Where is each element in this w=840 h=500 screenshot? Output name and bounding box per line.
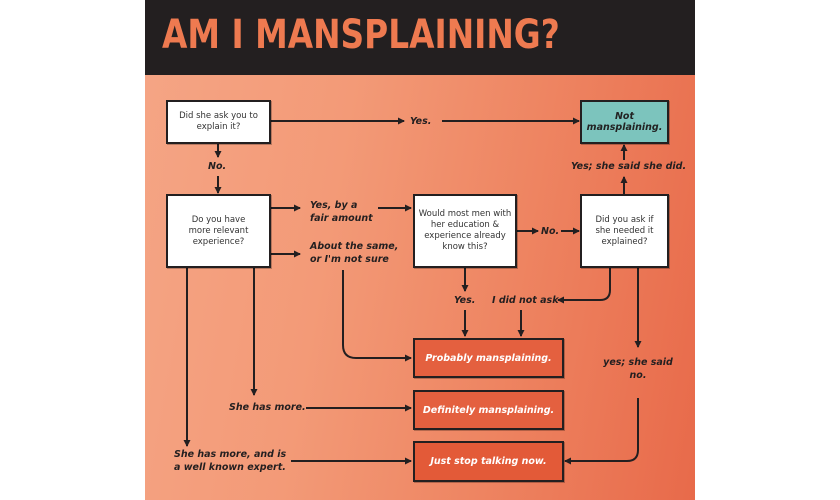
arrow-same-probably — [342, 270, 412, 362]
question-more-experience: Do you have more relevant experience? — [166, 194, 271, 268]
label-she-said-she-did: Yes; she said she did. — [571, 161, 687, 172]
label-she-has-more: She has more. — [229, 402, 306, 413]
header-bar — [145, 0, 695, 75]
result-not-mansplaining: Not mansplaining. — [580, 100, 669, 144]
label-no: No. — [208, 161, 227, 172]
label-did-not-ask: I did not ask — [492, 295, 559, 306]
label-well-known-expert: She has more, and is a well known expert… — [174, 449, 287, 473]
result-probably-mansplaining: Probably mansplaining. — [413, 338, 564, 378]
poster-title: AM I MANSPLAINING? — [162, 12, 560, 58]
label-no-q3: No. — [541, 226, 560, 237]
question-asked-if-needed: Did you ask if she needed it explained? — [580, 194, 669, 268]
arrow-no-stop — [564, 398, 639, 465]
result-stop-talking: Just stop talking now. — [413, 441, 564, 482]
label-yes: Yes. — [410, 116, 432, 127]
question-asked-to-explain: Did she ask you to explain it? — [166, 100, 271, 144]
label-yes-fair-amount: Yes, by a fair amount — [310, 200, 373, 224]
label-she-said-no: yes; she said no. — [603, 357, 673, 381]
result-definitely-mansplaining: Definitely mansplaining. — [413, 390, 564, 430]
label-about-same: About the same, or I'm not sure — [310, 241, 399, 265]
arrow-q4-not-ask — [557, 268, 611, 304]
label-yes-q3: Yes. — [454, 295, 476, 306]
question-most-men-know: Would most men with her education & expe… — [413, 194, 517, 268]
